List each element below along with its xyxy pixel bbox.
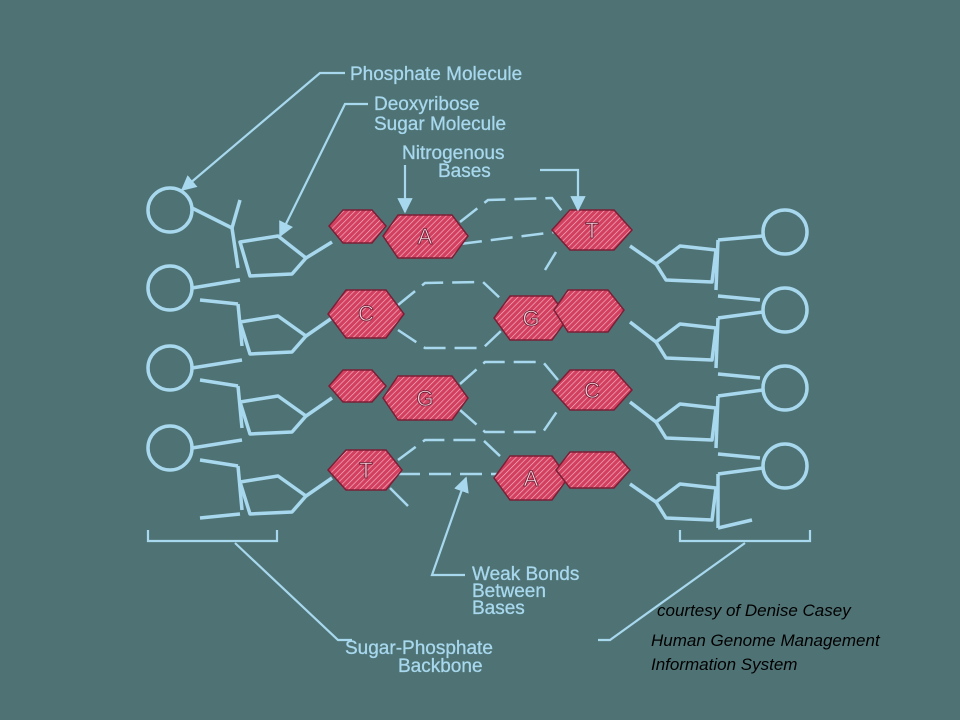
right-phosphate-4 [716, 442, 809, 528]
weak-bond-3b [459, 409, 560, 434]
label-sugar-line1: Deoxyribose [374, 94, 480, 115]
base-pair-4 [326, 449, 632, 501]
backbone-brackets [146, 530, 812, 642]
right-sugar-3 [628, 400, 718, 442]
left-bracket-leader [234, 542, 352, 642]
base-letter-4-right: A [524, 466, 539, 491]
base-g-ring-4 [382, 375, 469, 421]
label-backbone-line1: Sugar-Phosphate [345, 638, 493, 659]
base-c-ring [327, 289, 405, 339]
base-c-ring-2 [550, 369, 634, 411]
credit-line-3: Information System [651, 655, 798, 674]
right-phosphate-2 [714, 286, 809, 369]
left-phosphate-4 [146, 424, 244, 511]
weak-bonds [389, 196, 566, 507]
base-letter-1-right: T [585, 218, 598, 243]
pointer-arrows [180, 71, 586, 577]
base-a-ring-4 [555, 451, 632, 489]
right-bracket [678, 530, 812, 543]
weak-bond-3a [459, 360, 559, 385]
left-sugar-2 [238, 314, 333, 356]
base-letter-1-left: A [418, 224, 433, 249]
label-bases-line1: Nitrogenous [402, 143, 504, 164]
left-phosphate-1 [146, 186, 242, 269]
left-sugar-4 [199, 474, 333, 520]
weak-bond-1b [459, 230, 556, 246]
weak-bond-2a [397, 280, 503, 306]
left-backbone [146, 186, 333, 520]
base-t-ring-2 [326, 449, 403, 491]
left-bracket [146, 530, 279, 543]
weak-bond-1a [459, 196, 566, 223]
label-backbone-line2: Backbone [398, 656, 483, 677]
credit-line-1: courtesy of Denise Casey [657, 601, 851, 620]
left-sugar-1 [238, 234, 333, 278]
label-bonds-line2: Between [472, 581, 546, 602]
left-sugar-3 [238, 394, 333, 436]
weak-bond-tail [543, 251, 558, 271]
sugar-arrow [279, 102, 368, 238]
base-pairs [326, 209, 634, 501]
label-bases-line2: Bases [438, 161, 491, 182]
bases-arrow-right [540, 168, 586, 212]
credit-line-2: Human Genome Management [651, 631, 880, 650]
label-bonds-line1: Weak Bonds [472, 564, 579, 585]
base-letter-3-right: C [584, 378, 600, 403]
diagram-labels: Phosphate Molecule Deoxyribose Sugar Mol… [345, 64, 580, 677]
label-phosphate: Phosphate Molecule [350, 64, 522, 85]
left-phosphate-3 [146, 344, 244, 429]
phosphate-arrow [180, 71, 345, 191]
base-pair-1 [328, 209, 634, 259]
base-letter-4-left: T [359, 458, 372, 483]
weak-bonds-arrow [430, 476, 469, 577]
right-phosphate-3 [714, 364, 809, 449]
base-letter-2-right: G [522, 306, 539, 331]
right-phosphate-1 [714, 208, 809, 291]
base-pair-2 [327, 289, 625, 341]
base-a-ring-2 [382, 214, 469, 259]
base-letter-3-left: G [416, 386, 433, 411]
right-bracket-leader [598, 542, 746, 642]
label-sugar-line2: Sugar Molecule [374, 114, 506, 135]
base-a-ring-3 [493, 455, 569, 501]
base-a-ring-1 [328, 209, 387, 244]
base-letters: A T C G G C T A [358, 218, 601, 492]
base-g-ring-2 [553, 289, 625, 333]
weak-bond-4a [397, 438, 503, 462]
label-bonds-line3: Bases [472, 598, 525, 619]
base-g-ring-3 [328, 369, 387, 403]
base-g-ring-1 [493, 295, 569, 341]
base-pair-3 [328, 369, 634, 421]
base-t-ring [550, 209, 634, 251]
left-phosphate-2 [146, 264, 244, 347]
base-letter-2-left: C [358, 301, 374, 326]
right-backbone [628, 208, 809, 530]
weak-bond-tail-2 [389, 487, 409, 507]
right-sugar-1 [629, 244, 718, 284]
right-sugar-2 [628, 320, 718, 362]
weak-bond-2b [397, 328, 503, 350]
right-sugar-4 [629, 482, 753, 530]
